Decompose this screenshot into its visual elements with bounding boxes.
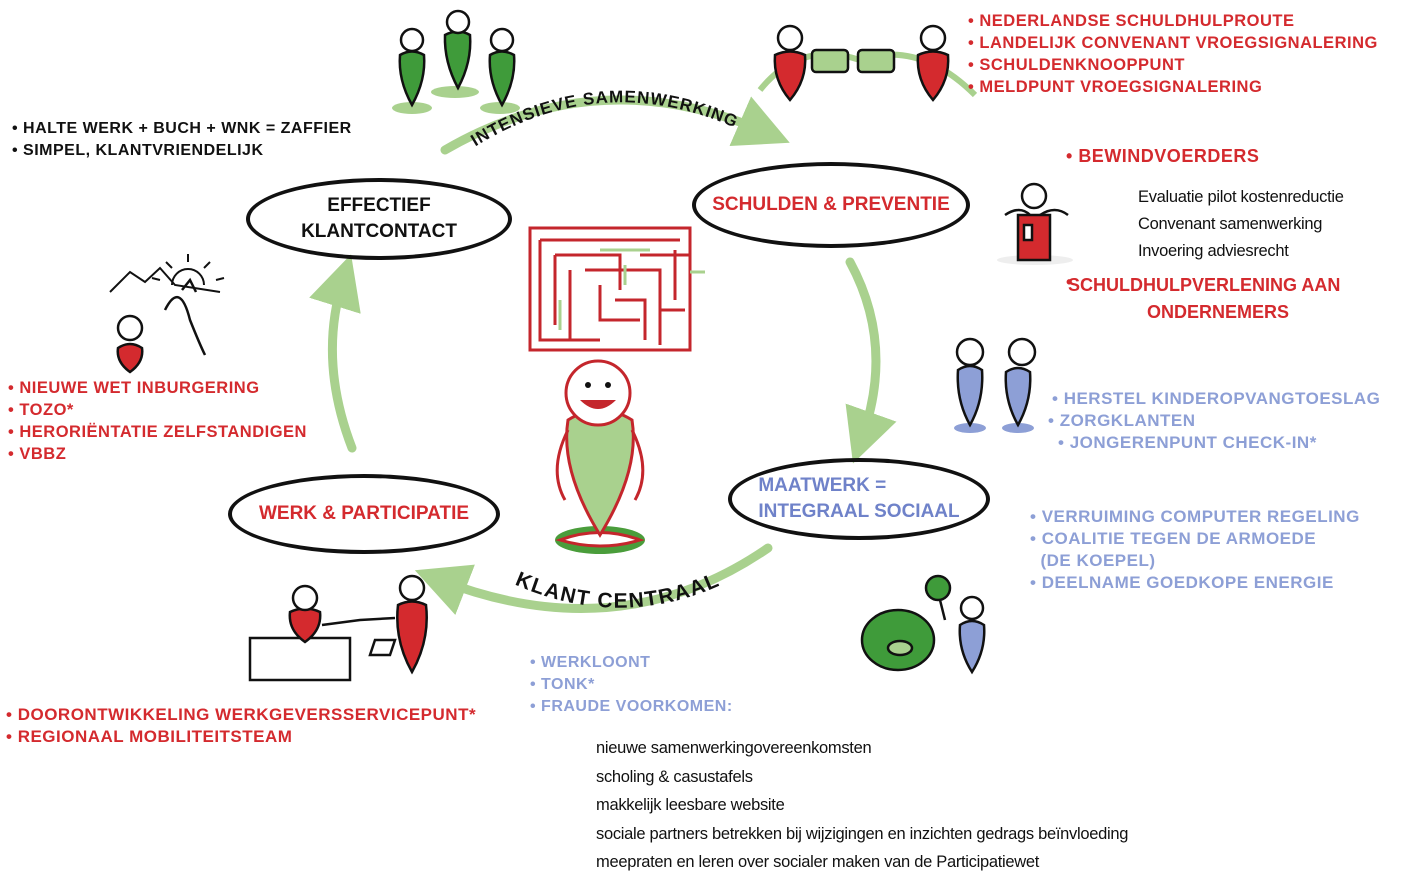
arc-label-top: INTENSIEVE SAMENWERKING: [467, 87, 740, 150]
list-item: COALITIE TEGEN DE ARMOEDE: [1030, 528, 1360, 550]
list-item: ZORGKLANTEN: [1048, 410, 1380, 432]
list-item: SCHULDENKNOOPPUNT: [968, 54, 1378, 76]
list-right-blue-2: VERRUIMING COMPUTER REGELING COALITIE TE…: [1030, 506, 1360, 594]
node-effectief-klantcontact: EFFECTIEF KLANTCONTACT: [246, 178, 512, 260]
list-item: VBBZ: [8, 443, 307, 465]
list-left-red: NIEUWE WET INBURGERING TOZO* HERORIËNTAT…: [8, 377, 307, 465]
central-figure-icon: [555, 359, 645, 554]
list-item: DEELNAME GOEDKOPE ENERGIE: [1030, 572, 1360, 594]
node-label: MAATWERK =: [758, 475, 887, 496]
list-top-left: HALTE WERK + BUCH + WNK = ZAFFIER SIMPEL…: [12, 118, 352, 162]
list-item: LANDELIJK CONVENANT VROEGSIGNALERING: [968, 32, 1378, 54]
schuldhulp-ondernemers: SCHULDHULPVERLENING AAN ONDERNEMERS: [1068, 272, 1368, 326]
list-item: DOORONTWIKKELING WERKGEVERSSERVICEPUNT*: [6, 704, 476, 726]
list-item: WERKLOONT: [530, 652, 733, 674]
list-top-right: NEDERLANDSE SCHULDHULPROUTE LANDELIJK CO…: [968, 10, 1378, 98]
plug-connection-icon: [757, 24, 978, 102]
list-item: Invoering adviesrecht: [1138, 242, 1289, 260]
node-werk-participatie: WERK & PARTICIPATIE: [228, 474, 500, 554]
list-item: VERRUIMING COMPUTER REGELING: [1030, 506, 1360, 528]
list-item: REGIONAAL MOBILITEITSTEAM: [6, 726, 476, 748]
bullet-dot: •: [1066, 272, 1073, 292]
binder-figure-icon: [997, 182, 1073, 265]
list-item: SIMPEL, KLANTVRIENDELIJK: [12, 140, 352, 162]
arrow-bottom: [414, 543, 773, 615]
node-schulden-preventie: SCHULDEN & PREVENTIE: [692, 162, 970, 248]
list-bewindvoerders-items: Evaluatie pilot kostenreductie Convenant…: [1138, 184, 1344, 265]
node-label: EFFECTIEF KLANTCONTACT: [301, 195, 457, 242]
maze-icon: [528, 226, 705, 352]
list-item: nieuwe samenwerkingovereenkomsten: [596, 739, 872, 757]
list-item: HALTE WERK + BUCH + WNK = ZAFFIER: [12, 118, 352, 140]
list-item: TONK*: [530, 674, 733, 696]
arrow-right: [845, 257, 897, 464]
list-item: sociale partners betrekken bij wijziging…: [596, 824, 1129, 843]
node-maatwerk: MAATWERK = INTEGRAAL SOCIAAL: [728, 458, 990, 540]
text-line: SCHULDHULPVERLENING AAN: [1068, 275, 1341, 295]
list-bottom-left: DOORONTWIKKELING WERKGEVERSSERVICEPUNT* …: [6, 704, 476, 748]
list-item: HERORIËNTATIE ZELFSTANDIGEN: [8, 421, 307, 443]
piggy-bank-icon: [860, 574, 986, 675]
list-bewindvoerders-heading: BEWINDVOERDERS: [1066, 145, 1259, 167]
node-label: INTEGRAAL SOCIAAL: [758, 501, 960, 522]
arrow-left: [309, 254, 361, 453]
list-bottom-blue: WERKLOONT TONK* FRAUDE VOORKOMEN:: [530, 652, 733, 718]
list-item: BEWINDVOERDERS: [1066, 145, 1259, 167]
list-item: Evaluatie pilot kostenreductie: [1138, 188, 1344, 206]
sun-landscape-icon: [109, 254, 225, 293]
text-line: ONDERNEMERS: [1146, 302, 1289, 322]
node-label: SCHULDEN & PREVENTIE: [712, 194, 950, 215]
svg-text:INTENSIEVE SAMENWERKING: INTENSIEVE SAMENWERKING: [467, 87, 741, 150]
list-item: HERSTEL KINDEROPVANGTOESLAG: [1052, 388, 1380, 410]
list-item: scholing & casustafels: [596, 767, 753, 786]
list-right-blue-1: HERSTEL KINDEROPVANGTOESLAG ZORGKLANTEN …: [1052, 388, 1380, 454]
list-item: Convenant samenwerking: [1138, 215, 1323, 233]
list-item: JONGERENPUNT CHECK-IN*: [1058, 432, 1380, 454]
list-item: meepraten en leren over socialer maken v…: [596, 853, 1040, 871]
talking-figures-icon: [954, 337, 1037, 433]
list-item: TOZO*: [8, 399, 307, 421]
list-item: makkelijk leesbare website: [596, 796, 785, 814]
list-item: NIEUWE WET INBURGERING: [8, 377, 307, 399]
arrow-top: [440, 95, 790, 155]
list-item: FRAUDE VOORKOMEN:: [530, 696, 733, 718]
choice-figure-icon: [116, 277, 207, 374]
node-label: WERK & PARTICIPATIE: [258, 503, 470, 524]
list-item: NEDERLANDSE SCHULDHULPROUTE: [968, 10, 1378, 32]
team-figures-icon: [392, 9, 520, 114]
handshake-desk-icon: [248, 574, 428, 682]
list-item: (DE KOEPEL): [1040, 551, 1156, 570]
list-fraude-items: nieuwe samenwerkingovereenkomsten scholi…: [596, 734, 1128, 877]
list-item: MELDPUNT VROEGSIGNALERING: [968, 76, 1378, 98]
